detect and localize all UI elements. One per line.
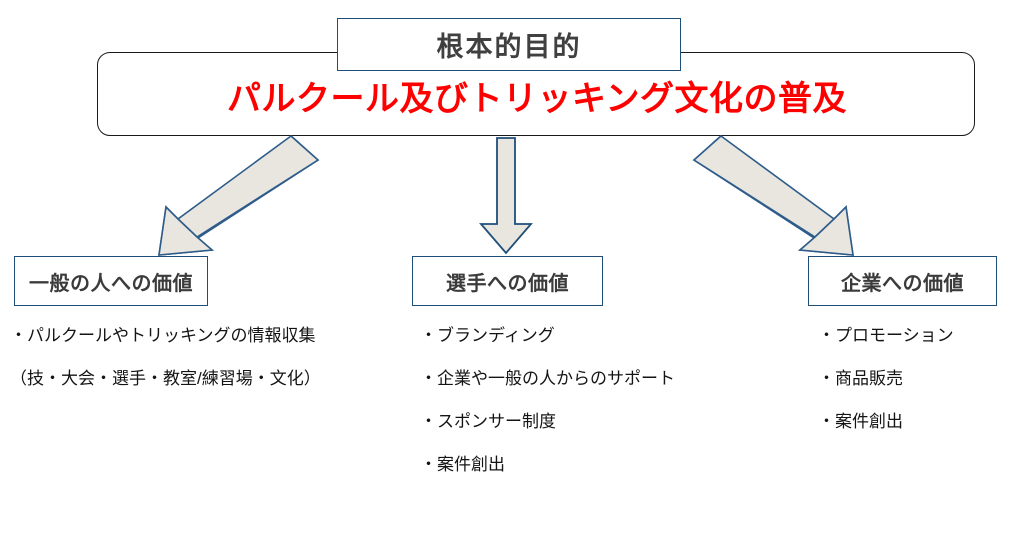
category-box-athlete: 選手への価値: [412, 256, 603, 306]
list-item: ・案件創出: [420, 455, 505, 474]
list-item: ・プロモーション: [818, 326, 954, 345]
category-label-athlete: 選手への価値: [446, 272, 569, 295]
category-box-enterprise: 企業への価値: [808, 256, 997, 306]
arrow-down-right-icon: [692, 134, 854, 256]
root-purpose-statement: パルクール及びトリッキング文化の普及: [227, 79, 847, 118]
category-label-public: 一般の人への価値: [29, 272, 193, 295]
arrow-down-left-icon: [158, 134, 320, 256]
category-box-public: 一般の人への価値: [14, 256, 208, 306]
category-label-enterprise: 企業への価値: [841, 272, 964, 295]
list-item: （技・大会・選手・教室/練習場・文化）: [10, 369, 321, 388]
root-purpose-title-box: 根本的目的: [337, 18, 681, 71]
root-purpose-title-label: 根本的目的: [436, 32, 582, 62]
bullet-list-athlete: ・ブランディング ・企業や一般の人からのサポート ・スポンサー制度 ・案件創出: [420, 325, 800, 475]
arrow-down-icon: [479, 137, 533, 255]
list-item: ・スポンサー制度: [420, 412, 556, 431]
list-item: ・パルクールやトリッキングの情報収集: [10, 326, 316, 345]
list-item: ・企業や一般の人からのサポート: [420, 369, 675, 388]
bullet-list-public: ・パルクールやトリッキングの情報収集 （技・大会・選手・教室/練習場・文化）: [10, 325, 410, 389]
bullet-list-enterprise: ・プロモーション ・商品販売 ・案件創出: [818, 325, 1033, 432]
list-item: ・案件創出: [818, 412, 903, 431]
list-item: ・商品販売: [818, 369, 903, 388]
list-item: ・ブランディング: [420, 326, 555, 345]
